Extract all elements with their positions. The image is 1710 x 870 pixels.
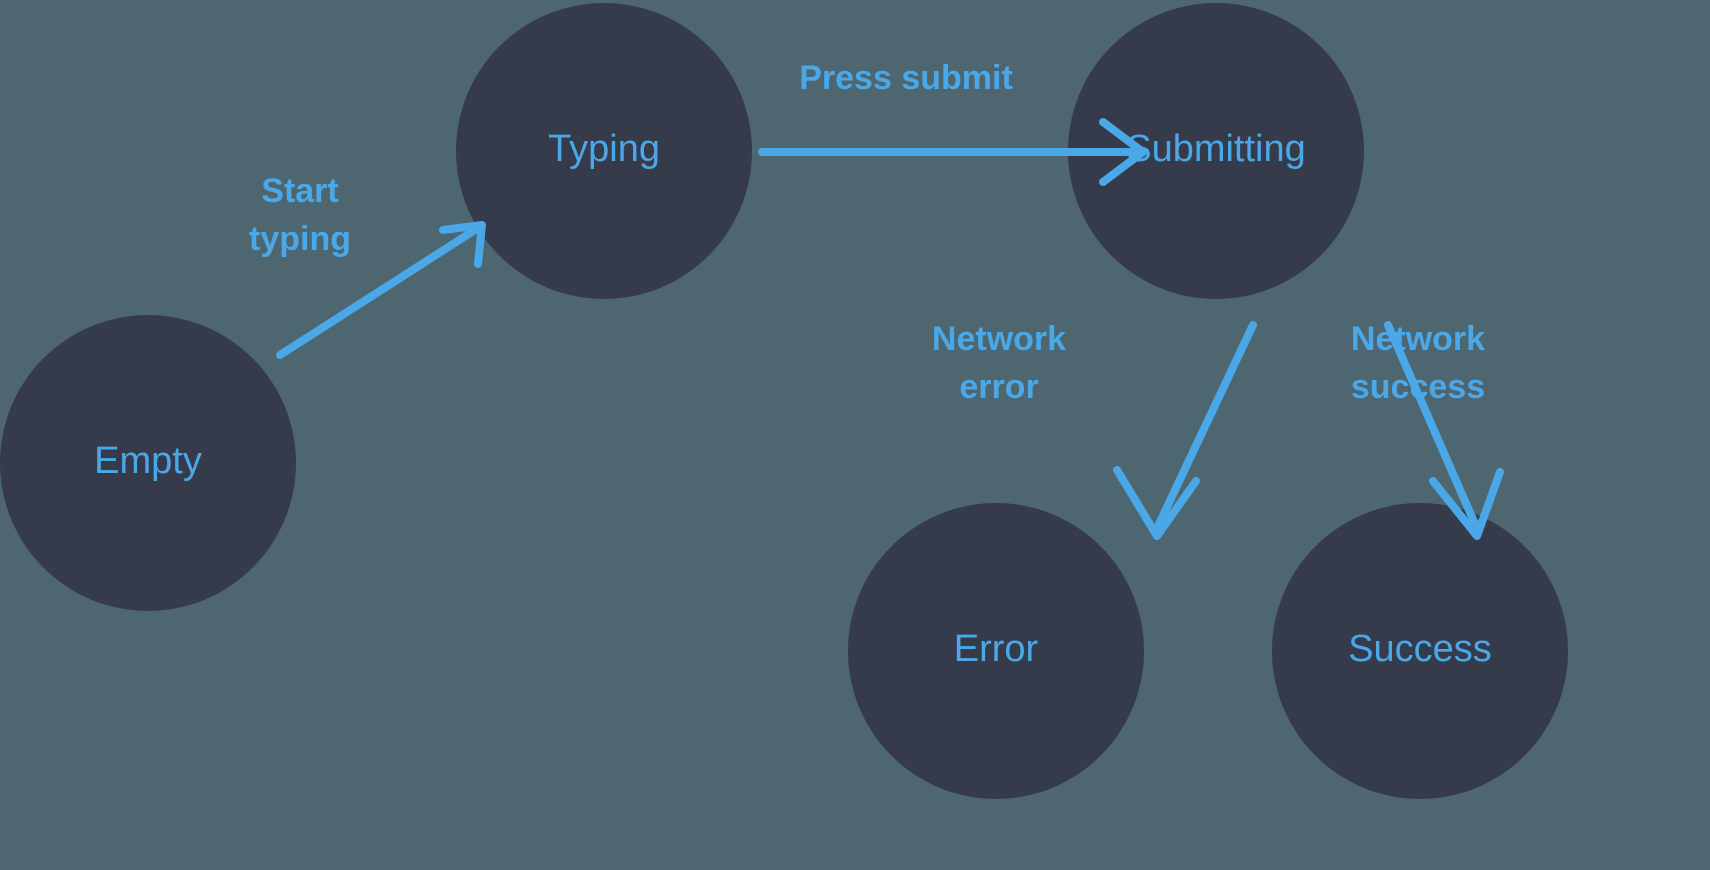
edge-label-network-error-line2: error bbox=[959, 368, 1038, 406]
node-submitting-label: Submitting bbox=[1126, 128, 1306, 170]
node-typing-label: Typing bbox=[548, 128, 660, 170]
edge-network-success[interactable] bbox=[1384, 321, 1504, 540]
edge-label-start-typing-line1: Start bbox=[261, 172, 338, 210]
node-typing[interactable]: Typing bbox=[456, 3, 752, 299]
node-success[interactable]: Success bbox=[1272, 503, 1568, 799]
edge-label-network-success-line1: Network bbox=[1351, 320, 1485, 358]
edge-network-error[interactable] bbox=[1113, 321, 1257, 540]
edge-label-press-submit: Press submit bbox=[799, 59, 1013, 97]
edge-network-error-line bbox=[1155, 321, 1257, 528]
node-empty-label: Empty bbox=[94, 440, 202, 482]
edge-label-network-success: Network success bbox=[1351, 320, 1485, 406]
edge-network-success-line bbox=[1384, 321, 1479, 528]
edge-label-network-error-line1: Network bbox=[932, 320, 1066, 358]
node-submitting-circle[interactable] bbox=[1068, 3, 1364, 299]
edge-label-start-typing: Start typing bbox=[249, 172, 351, 258]
edge-start-typing-arrowhead bbox=[439, 221, 486, 268]
node-typing-circle[interactable] bbox=[456, 3, 752, 299]
edge-network-success-arrowhead bbox=[1429, 468, 1504, 540]
edge-start-typing[interactable] bbox=[276, 221, 486, 359]
node-empty-circle[interactable] bbox=[0, 315, 296, 611]
node-error-label: Error bbox=[954, 628, 1039, 670]
node-error-circle[interactable] bbox=[848, 503, 1144, 799]
node-success-circle[interactable] bbox=[1272, 503, 1568, 799]
edge-label-network-error: Network error bbox=[932, 320, 1066, 406]
node-empty[interactable]: Empty bbox=[0, 315, 296, 611]
edge-press-submit-arrowhead bbox=[1099, 118, 1147, 186]
edge-start-typing-line bbox=[276, 224, 482, 359]
edge-label-press-submit-line1: Press submit bbox=[799, 59, 1013, 97]
node-submitting[interactable]: Submitting bbox=[1068, 3, 1364, 299]
node-error[interactable]: Error bbox=[848, 503, 1144, 799]
node-success-label: Success bbox=[1348, 628, 1492, 670]
edge-label-start-typing-line2: typing bbox=[249, 220, 351, 258]
edge-network-error-arrowhead bbox=[1113, 466, 1200, 540]
edge-press-submit[interactable] bbox=[758, 118, 1147, 186]
edge-label-network-success-line2: success bbox=[1351, 368, 1485, 406]
